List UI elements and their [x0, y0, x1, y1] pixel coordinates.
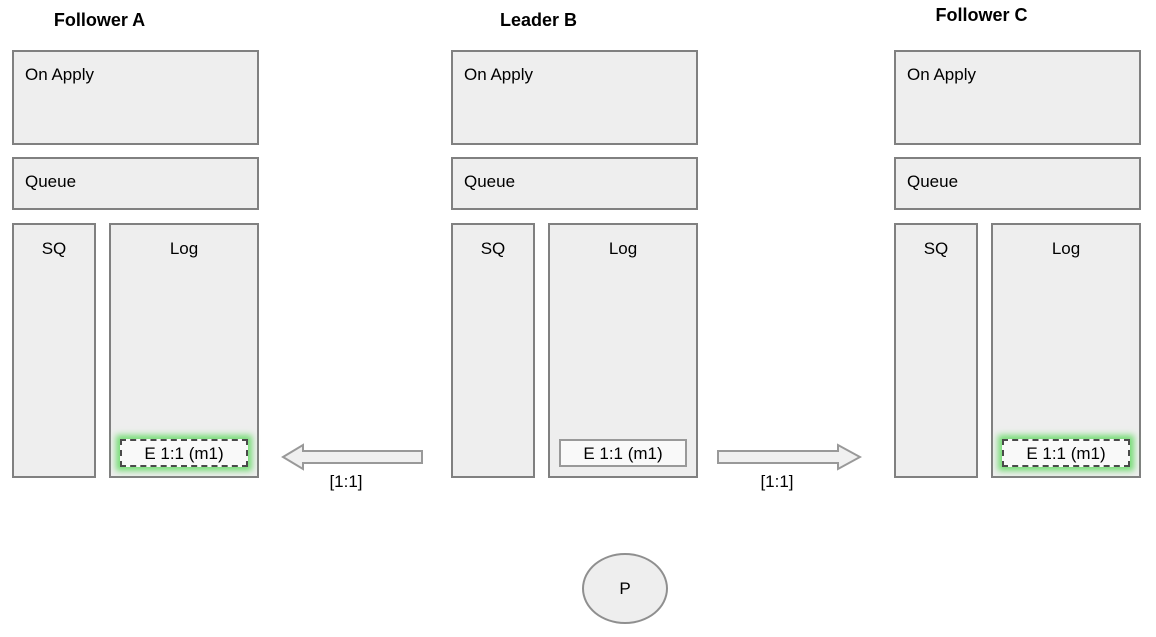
queue-label: Queue: [464, 172, 516, 191]
node-follower-a: Follower A On Apply Queue SQ Log E 1:1 (…: [12, 0, 259, 490]
process-label: P: [619, 578, 631, 598]
on-apply-box: On Apply: [12, 50, 259, 145]
on-apply-box: On Apply: [451, 50, 698, 145]
replicate-arrow-left-icon: [281, 443, 423, 471]
log-box: Log E 1:1 (m1): [109, 223, 259, 478]
queue-label: Queue: [25, 172, 77, 191]
arrow-label-left: [1:1]: [329, 472, 363, 491]
on-apply-label: On Apply: [907, 65, 976, 84]
sq-label: SQ: [923, 239, 949, 258]
log-entry: E 1:1 (m1): [120, 439, 248, 467]
queue-box: Queue: [451, 157, 698, 210]
queue-box: Queue: [12, 157, 259, 210]
sq-box: SQ: [894, 223, 978, 478]
on-apply-label: On Apply: [464, 65, 533, 84]
on-apply-box: On Apply: [894, 50, 1141, 145]
arrow-label-right: [1:1]: [760, 472, 794, 491]
log-label: Log: [608, 239, 638, 258]
log-box: Log E 1:1 (m1): [991, 223, 1141, 478]
replicate-arrow-right-icon: [717, 443, 862, 471]
log-entry: E 1:1 (m1): [559, 439, 687, 467]
process-ellipse: P: [582, 553, 668, 624]
node-title: Follower A: [53, 10, 146, 30]
queue-label: Queue: [907, 172, 959, 191]
on-apply-label: On Apply: [25, 65, 94, 84]
node-title: Leader B: [499, 10, 578, 30]
node-title: Follower C: [935, 5, 1028, 25]
log-label: Log: [169, 239, 199, 258]
sq-label: SQ: [41, 239, 67, 258]
log-entry: E 1:1 (m1): [1002, 439, 1130, 467]
sq-label: SQ: [480, 239, 506, 258]
log-box: Log E 1:1 (m1): [548, 223, 698, 478]
queue-box: Queue: [894, 157, 1141, 210]
sq-box: SQ: [451, 223, 535, 478]
node-leader-b: Leader B On Apply Queue SQ Log E 1:1 (m1…: [451, 0, 698, 490]
log-label: Log: [1051, 239, 1081, 258]
node-follower-c: Follower C On Apply Queue SQ Log E 1:1 (…: [894, 0, 1141, 490]
sq-box: SQ: [12, 223, 96, 478]
